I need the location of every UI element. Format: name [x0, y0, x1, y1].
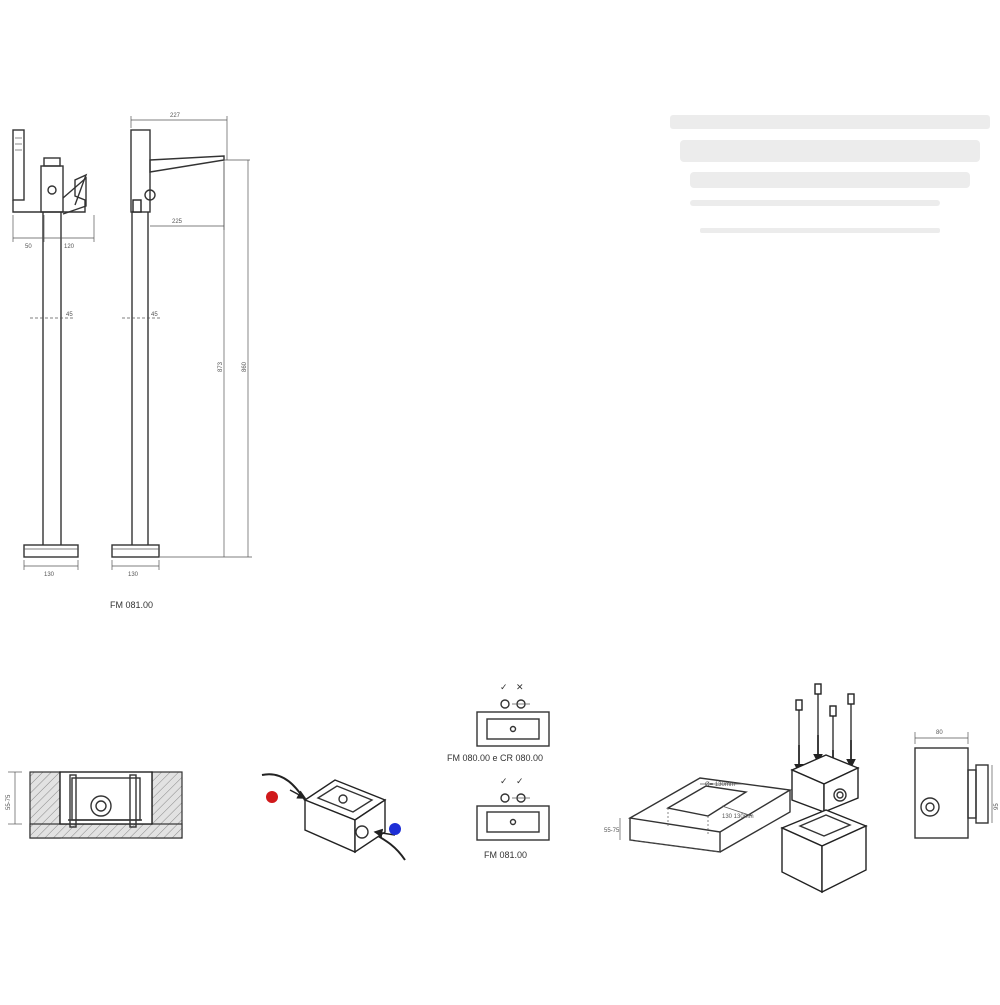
- dim-front-base: 130: [44, 572, 55, 578]
- side-view-elevation: [111, 116, 252, 570]
- dim-inner-height: 873: [218, 361, 224, 372]
- variant-b-icon: ✓ ✓: [476, 776, 550, 841]
- dim-side-mid-pipe: 45: [151, 312, 158, 318]
- niche-dim-2: 130 130mm: [722, 814, 754, 820]
- floor-section-view: [8, 771, 183, 839]
- background-ghost-block: [670, 115, 990, 233]
- niche-dim-1: Ø= 130mm: [705, 782, 735, 788]
- variant-b-check-mark-2: ✓: [516, 776, 524, 786]
- floor-niche-isometric: [619, 777, 793, 853]
- variant-a-cross-mark: ✕: [516, 682, 524, 692]
- cold-water-indicator: [389, 823, 401, 835]
- variant-b-check-mark-1: ✓: [500, 776, 508, 786]
- box-width-label: 80: [936, 730, 943, 736]
- dim-overall-height: 860: [242, 361, 248, 372]
- box-height-label: 95: [994, 803, 1000, 810]
- box-with-hoses: [261, 773, 406, 861]
- variant-a-icon: ✓ ✕: [476, 682, 550, 747]
- drawing-title: FM 081.00: [110, 600, 153, 610]
- variant-a-check-mark: ✓: [500, 682, 508, 692]
- dim-overall-reach: 227: [170, 113, 181, 119]
- floor-depth-label: 55-75: [6, 794, 12, 810]
- front-view-elevation: [12, 129, 95, 570]
- dim-front-mid-pipe: 45: [66, 312, 73, 318]
- dim-handshower-width: 50: [25, 244, 32, 250]
- niche-depth-label: 55-75: [604, 828, 620, 834]
- variant-a-label: FM 080.00 e CR 080.00: [447, 753, 543, 763]
- dim-side-base: 130: [128, 572, 139, 578]
- screw-mounting-isometric: [780, 683, 868, 894]
- variant-b-label: FM 081.00: [484, 850, 527, 860]
- hot-water-indicator: [266, 791, 278, 803]
- dim-spout-reach: 225: [172, 219, 183, 225]
- dim-body-width: 120: [64, 244, 75, 250]
- box-front-elevation: [914, 732, 993, 839]
